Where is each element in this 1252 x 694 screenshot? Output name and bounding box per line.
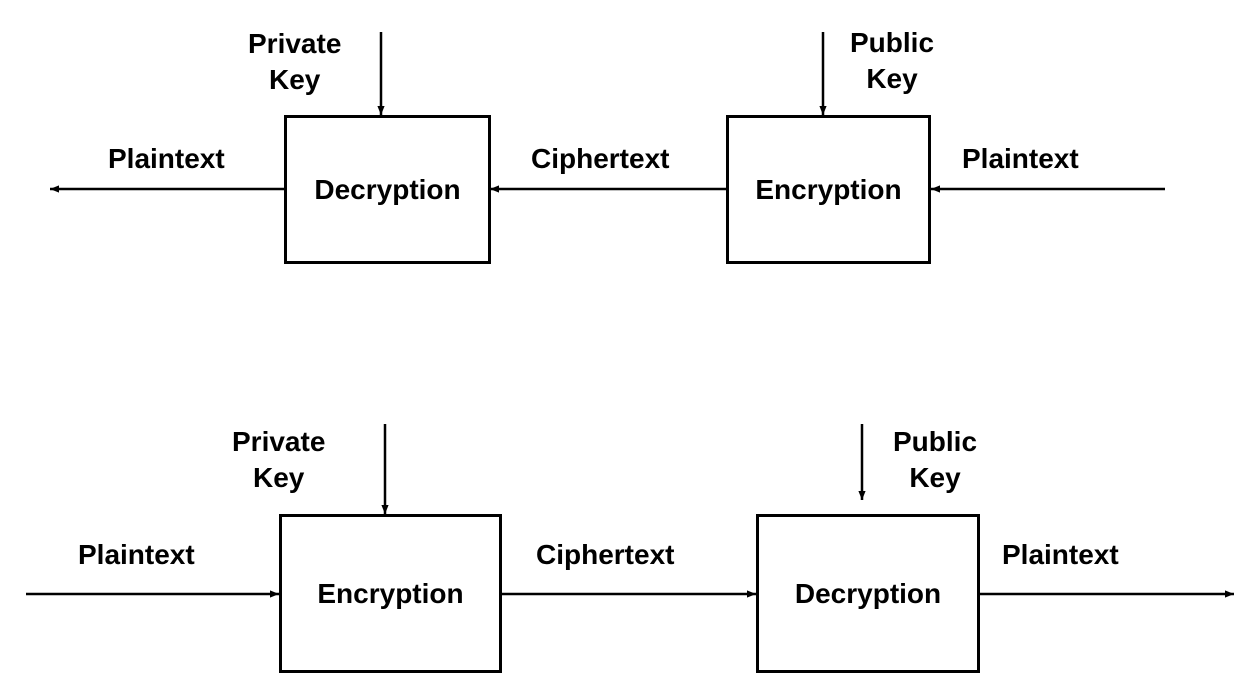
- bottom-encryption-box: Encryption: [279, 514, 502, 673]
- bottom-public-key-line2: Key: [909, 462, 961, 493]
- top-private-key-line2: Key: [269, 64, 321, 95]
- bottom-public-key-label: Public Key: [893, 424, 977, 496]
- bottom-encryption-label: Encryption: [317, 577, 464, 609]
- top-plaintext-out-label: Plaintext: [108, 143, 225, 174]
- bottom-private-key-label: Private Key: [232, 424, 325, 496]
- bottom-plaintext-out-label: Plaintext: [1002, 539, 1119, 570]
- top-ciphertext-label: Ciphertext: [531, 143, 670, 174]
- bottom-private-key-line1: Private: [232, 426, 326, 457]
- top-plaintext-in-label: Plaintext: [962, 143, 1079, 174]
- top-decryption-box: Decryption: [284, 115, 491, 264]
- top-private-key-label: Private Key: [248, 26, 341, 98]
- top-private-key-line1: Private: [248, 28, 342, 59]
- top-encryption-box: Encryption: [726, 115, 931, 264]
- bottom-decryption-box: Decryption: [756, 514, 980, 673]
- top-public-key-line1: Public: [850, 27, 935, 58]
- top-encryption-label: Encryption: [755, 173, 902, 205]
- top-public-key-label: Public Key: [850, 25, 934, 97]
- bottom-ciphertext-label: Ciphertext: [536, 539, 675, 570]
- bottom-private-key-line2: Key: [253, 462, 305, 493]
- bottom-decryption-label: Decryption: [794, 577, 942, 609]
- bottom-plaintext-in-label: Plaintext: [78, 539, 195, 570]
- top-decryption-label: Decryption: [314, 173, 461, 205]
- bottom-public-key-line1: Public: [893, 426, 978, 457]
- top-public-key-line2: Key: [866, 63, 918, 94]
